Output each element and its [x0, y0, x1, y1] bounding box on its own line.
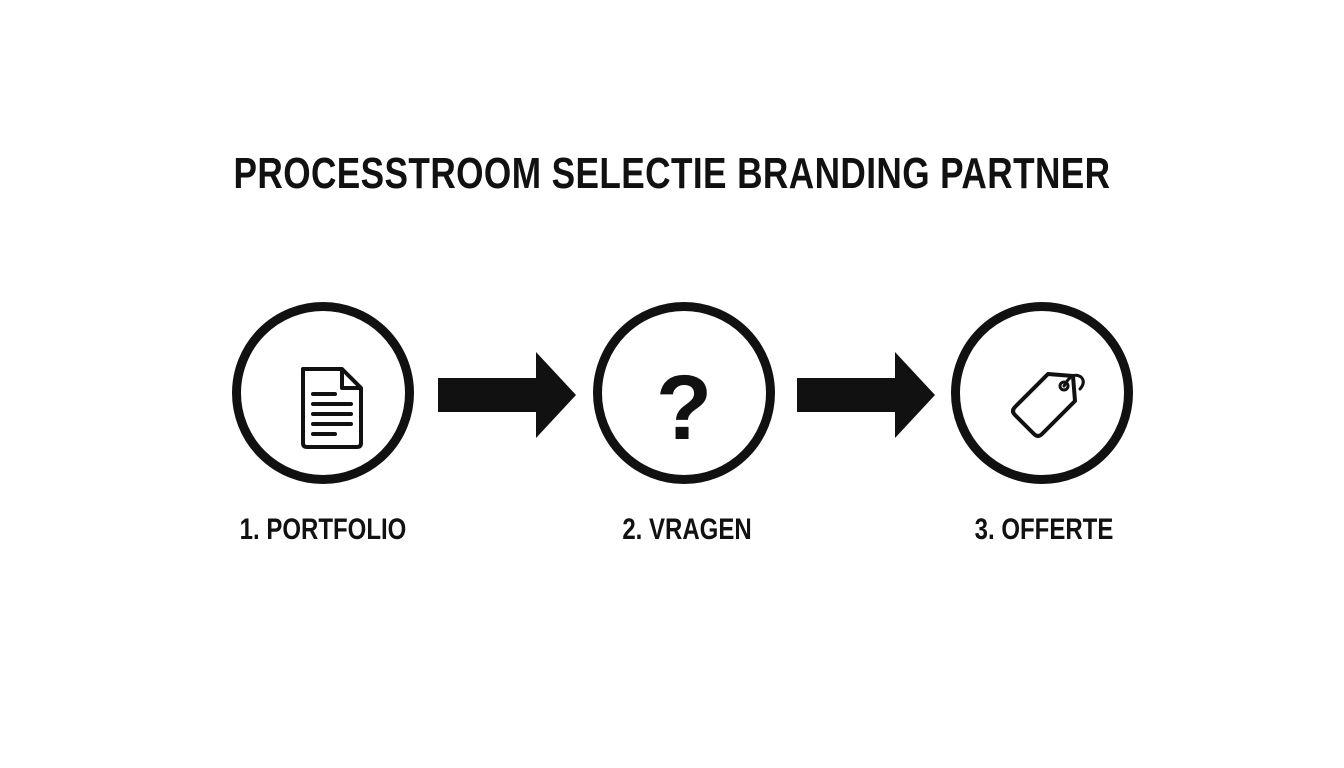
document-icon [301, 367, 363, 449]
question-mark-glyph: ? [656, 357, 712, 459]
step-1-circle [232, 302, 414, 484]
step-3-label: 3. OFFERTE [974, 513, 1114, 546]
step-3-circle [951, 302, 1133, 484]
right-arrow-icon [438, 352, 576, 438]
step-2-circle: ? [593, 302, 775, 484]
diagram-title: PROCESSTROOM SELECTIE BRANDING PARTNER [233, 149, 1111, 198]
flow-arrow-2 [797, 352, 937, 438]
flow-arrow-1 [438, 352, 578, 438]
right-arrow-icon [797, 352, 935, 438]
step-2-label: 2. VRAGEN [622, 513, 752, 546]
price-tag-icon [1011, 372, 1085, 438]
step-1-label: 1. PORTFOLIO [239, 513, 407, 546]
question-mark-icon: ? [656, 357, 712, 459]
